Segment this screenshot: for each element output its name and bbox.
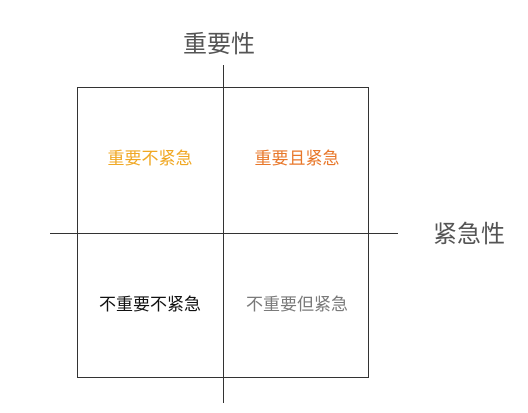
vertical-axis-line bbox=[223, 65, 224, 403]
importance-axis-title: 重要性 bbox=[183, 30, 255, 58]
quadrant-important-not-urgent: 重要不紧急 bbox=[107, 149, 193, 169]
quadrant-not-important-but-urgent: 不重要但紧急 bbox=[246, 295, 348, 315]
quadrant-not-important-not-urgent: 不重要不紧急 bbox=[99, 295, 201, 315]
urgency-axis-title: 紧急性 bbox=[433, 220, 505, 248]
quadrant-important-and-urgent: 重要且紧急 bbox=[254, 149, 340, 169]
horizontal-axis-line bbox=[50, 233, 398, 234]
